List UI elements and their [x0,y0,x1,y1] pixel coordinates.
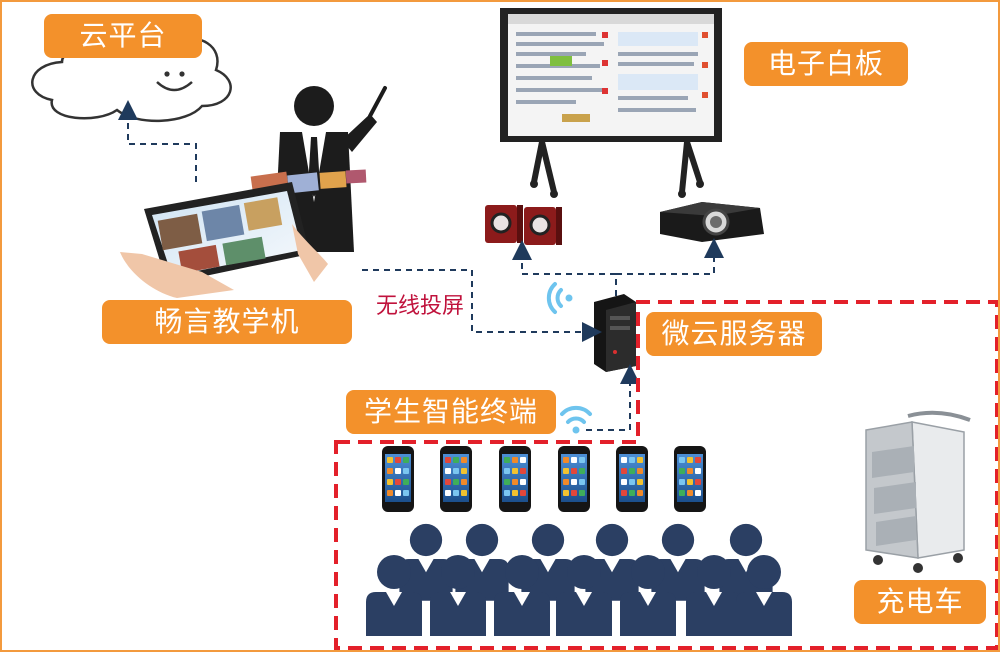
tablet-icon [120,182,328,298]
student-figures [366,523,792,636]
speakers-icon [485,205,562,245]
wifi-icon [546,282,573,314]
phone-icon [499,446,531,512]
student-figure-icon [366,555,422,636]
phone-icon [674,446,706,512]
phone-icon [440,446,472,512]
teacher-device-label: 畅言教学机 [102,300,352,344]
wireless-projection-label: 无线投屏 [376,294,465,319]
student-figure-icon [556,555,612,636]
phone-icons [382,446,706,512]
whiteboard-label: 电子白板 [744,42,908,86]
phone-icon [616,446,648,512]
charging-cart-label: 充电车 [854,580,986,624]
phone-icon [558,446,590,512]
charging-cart-icon [865,410,971,573]
student-zone-boundary [334,300,998,650]
student-terminal-label: 学生智能终端 [346,390,556,434]
student-figure-icon [494,555,550,636]
cloud-platform-label: 云平台 [44,14,202,58]
server-tower-icon [594,294,636,372]
phone-icon [382,446,414,512]
wifi-icon-student [560,405,592,434]
student-figure-icon [736,555,792,636]
server-label: 微云服务器 [646,312,822,356]
whiteboard-icon [500,8,722,198]
student-figure-icon [686,555,742,636]
connection-arrows [118,100,724,431]
projector-icon [660,202,764,242]
student-figure-icon [620,555,676,636]
student-figure-icon [430,555,486,636]
student-figure-icon [399,523,453,601]
